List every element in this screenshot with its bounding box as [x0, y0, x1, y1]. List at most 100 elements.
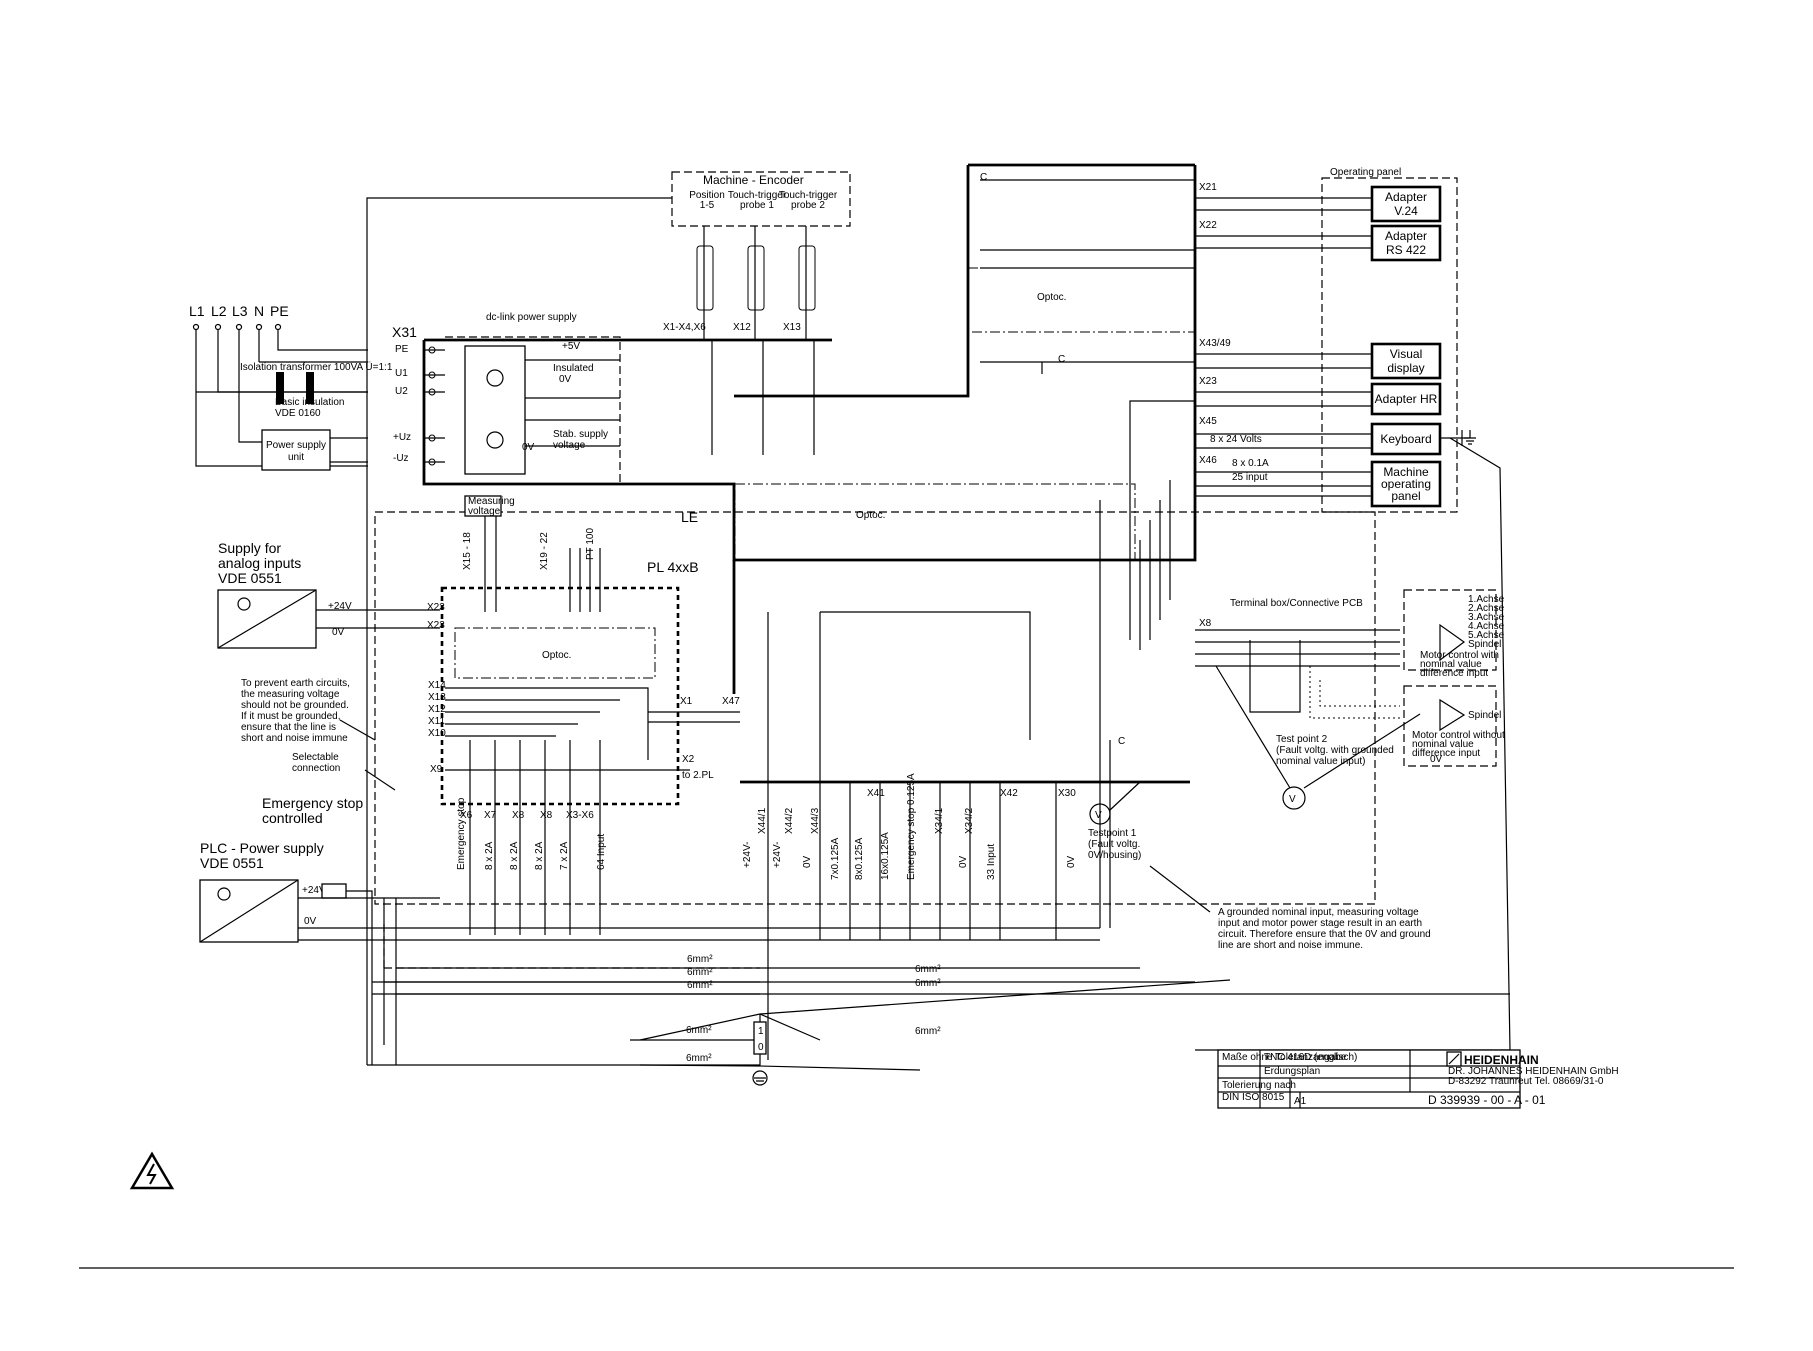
axis-2: 2.Achse — [1468, 603, 1505, 614]
stab-label-2: voltage — [553, 440, 586, 451]
dc-link-power-supply: dc-link power supply +5V Insulated 0V St… — [445, 312, 698, 525]
analog-title-2: analog inputs — [218, 555, 301, 571]
pl-title: PL 4xxB — [647, 559, 699, 575]
terminal-box: Terminal box/Connective PCB X8 1.Achse 2… — [1195, 589, 1505, 767]
mop-label-2: operating — [1381, 477, 1431, 491]
dclink-label: dc-link power supply — [486, 312, 577, 323]
terminal-0v: 0V — [1430, 754, 1443, 765]
title-block: Maße ohne Toleranzangabe Tolerierung nac… — [1217, 1049, 1619, 1109]
insulated-label-2: 0V — [559, 374, 572, 385]
x19-label: X19 - 22 — [539, 532, 550, 570]
pl-output-labels: Emergency stop 8 x 2A 8 x 2A 8 x 2A 7 x … — [456, 797, 607, 870]
motor1-l3: difference input — [1420, 668, 1488, 679]
zero-volt-label: 0V — [522, 442, 535, 453]
axis-1: 1.Achse — [1468, 594, 1505, 605]
x31-pin-uz-plus: +Uz — [393, 432, 411, 443]
bus-cap-c-2: C — [1058, 354, 1065, 365]
x31-pin-uz-minus: -Uz — [393, 453, 409, 464]
output-labels: +24V- +24V- 0V 7x0.125A 8x0.125A 16x0.12… — [742, 773, 1077, 880]
mains-label-n: N — [254, 303, 264, 319]
conn-x9: X9 — [430, 764, 443, 775]
terminal-zero: 0 — [758, 1042, 764, 1053]
encoder-title: Machine - Encoder — [703, 173, 804, 187]
conn-x45: X45 — [1199, 416, 1217, 427]
mains-terminal-circles — [192, 323, 282, 331]
out-x42: X42 — [1000, 788, 1018, 799]
tp2-l2: (Fault voltg. with grounded — [1276, 745, 1394, 756]
out-lbl-8x: 8x0.125A — [854, 837, 865, 880]
conn-x22: X22 — [1199, 220, 1217, 231]
ground-wiring: 6mm² 6mm² 6mm² 6mm² 6mm² 6mm² 6mm² 6mm² … — [367, 920, 1510, 1086]
out-x30: X30 — [1058, 788, 1076, 799]
pl-note-1: To prevent earth circuits, — [241, 678, 350, 689]
adapter-rs422: X22 Adapter RS 422 — [1195, 220, 1442, 262]
encoder-col1-l1: Position — [689, 190, 725, 201]
conn-x23-op: X23 — [1199, 376, 1217, 387]
vert-8x2a-2: 8 x 2A — [509, 841, 520, 870]
analog-supply: Supply for analog inputs VDE 0551 +24V 0… — [217, 540, 440, 649]
wire-5: 6mm² — [686, 1053, 712, 1064]
conn-x10: X10 — [428, 728, 446, 739]
x31-pin-u2: U2 — [395, 386, 408, 397]
plus5v-label: +5V — [562, 341, 580, 352]
note-25input: 25 input — [1232, 472, 1268, 483]
tp2-v: V — [1289, 794, 1296, 805]
tb-company-2: D-83292 Traunreut Tel. 08669/31-0 — [1448, 1076, 1604, 1087]
conn-x21: X21 — [1199, 182, 1217, 193]
encoder-col2-l2: probe 1 — [740, 200, 774, 211]
machine-operating-panel: X46 Machine operating panel 8 x 0.1A 25 … — [1195, 455, 1442, 508]
vert-64input: 64 Input — [596, 834, 607, 870]
out-lbl-7x: 7x0.125A — [830, 837, 841, 880]
conn-x2: X2 — [682, 754, 695, 765]
op-ground-symbol — [1464, 430, 1476, 445]
vert-estop: Emergency stop — [456, 797, 467, 870]
bus-cap-c-1: C — [980, 172, 987, 183]
out-lbl-0v-3: 0V — [1066, 855, 1077, 868]
transformer-basic-1: Basic insulation — [275, 397, 344, 408]
plc-title-1: PLC - Power supply — [200, 840, 324, 856]
encoder-col2-l1: Touch-trigger — [728, 190, 787, 201]
wire-4: 6mm² — [686, 1025, 712, 1036]
plc-power-supply: Emergency stop controlled PLC - Power su… — [199, 795, 1100, 1065]
x31-pin-u1: U1 — [395, 368, 408, 379]
plc-volt-plus: +24V — [302, 885, 326, 896]
conn-x11: X11 — [428, 716, 445, 727]
note-8x24: 8 x 24 Volts — [1210, 434, 1262, 445]
visual-display-l2: display — [1387, 361, 1424, 375]
tp1-v: V — [1095, 810, 1102, 821]
pl-note-4: If it must be grounded, — [241, 711, 341, 722]
out-x44-2: X44/2 — [784, 807, 795, 834]
tp1-l3: 0V/housing) — [1088, 850, 1141, 861]
earth-icon — [752, 1070, 768, 1086]
stab-label-1: Stab. supply — [553, 429, 608, 440]
tp2-voltmeter — [1282, 786, 1306, 810]
out-lbl-0v-2: 0V — [958, 855, 969, 868]
x31-connector: X31 PE U1 U2 +Uz -Uz — [392, 165, 1197, 562]
encoder-col3-l1: Touch-trigger — [779, 190, 838, 201]
grounded-note-2: input and motor power stage result in an… — [1218, 918, 1422, 929]
keyboard-label: Keyboard — [1380, 432, 1431, 446]
encoder-conn-1: X1-X4,X6 — [663, 322, 706, 333]
conn-x8a: X8 — [512, 810, 525, 821]
pl-4xxb: PL 4xxB Measuring voltage X15 - 18 X19 -… — [374, 495, 1376, 935]
plc-title-2: VDE 0551 — [200, 855, 264, 871]
analog-title-3: VDE 0551 — [218, 570, 282, 586]
axis-4: 4.Achse — [1468, 621, 1505, 632]
conn-x47: X47 — [722, 696, 740, 707]
meas-label-1: Measuring — [468, 496, 515, 507]
visual-display-l1: Visual — [1390, 347, 1422, 361]
out-x44-1: X44/1 — [757, 807, 768, 834]
meas-label-2: voltage — [468, 506, 501, 517]
electric-hazard-warning-icon — [129, 1151, 175, 1190]
motor1-l1: Motor control with — [1420, 650, 1499, 661]
encoder-conn-2: X12 — [733, 322, 751, 333]
axis-5: 5.Achse — [1468, 630, 1505, 641]
axis-3: 3.Achse — [1468, 612, 1505, 623]
wire-1: 6mm² — [687, 954, 713, 965]
adapter-v24-l1: Adapter — [1385, 190, 1427, 204]
grounded-note-1: A grounded nominal input, measuring volt… — [1218, 907, 1419, 918]
adapter-rs422-l1: Adapter — [1385, 229, 1427, 243]
mains-label-l2: L2 — [211, 303, 227, 319]
to-2pl: to 2.PL — [682, 770, 714, 781]
